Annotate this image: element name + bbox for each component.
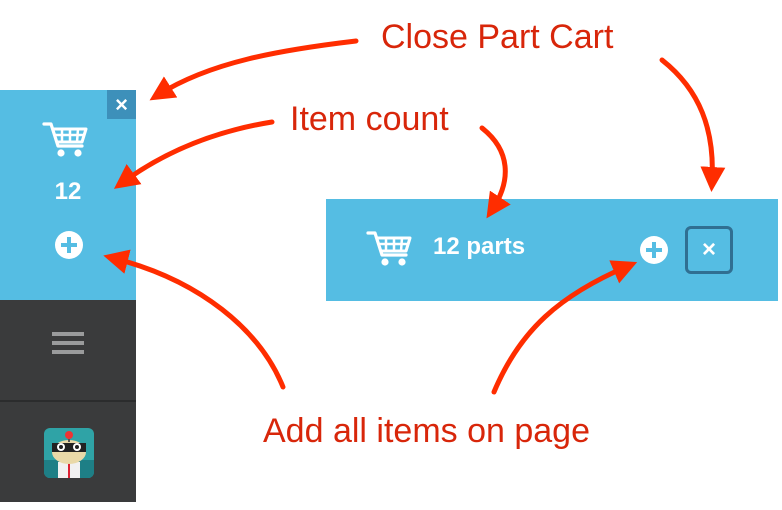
horizontal-close-button[interactable]: × [685, 226, 733, 274]
cart-icon[interactable] [42, 120, 90, 160]
add-all-button[interactable] [54, 230, 84, 260]
annotation-item-count: Item count [290, 100, 449, 138]
arrow-to-vertical-close [149, 38, 359, 101]
app-panel [0, 402, 136, 502]
vertical-part-cart: × 12 [0, 90, 136, 502]
arrow-to-vertical-count [113, 119, 275, 189]
horizontal-part-cart: 12 parts × [326, 199, 778, 301]
menu-button[interactable] [0, 300, 136, 400]
vertical-cart-panel: × 12 [0, 90, 136, 300]
vertical-close-button[interactable]: × [107, 90, 136, 119]
item-count: 12 [54, 178, 82, 205]
cart-icon[interactable] [366, 229, 414, 269]
annotation-close-part-cart: Close Part Cart [381, 18, 614, 56]
arrow-to-horizontal-label [479, 125, 511, 219]
add-all-button[interactable] [639, 235, 669, 265]
arrow-to-vertical-add [103, 249, 286, 390]
arrow-to-horizontal-close [659, 57, 726, 192]
item-count-label: 12 parts [433, 233, 526, 260]
divider [0, 400, 136, 402]
hamburger-menu-icon [52, 332, 84, 354]
close-icon: × [115, 91, 128, 117]
annotation-add-all-items: Add all items on page [263, 412, 590, 450]
close-icon: × [701, 236, 716, 263]
app-robot-icon[interactable] [44, 428, 94, 478]
